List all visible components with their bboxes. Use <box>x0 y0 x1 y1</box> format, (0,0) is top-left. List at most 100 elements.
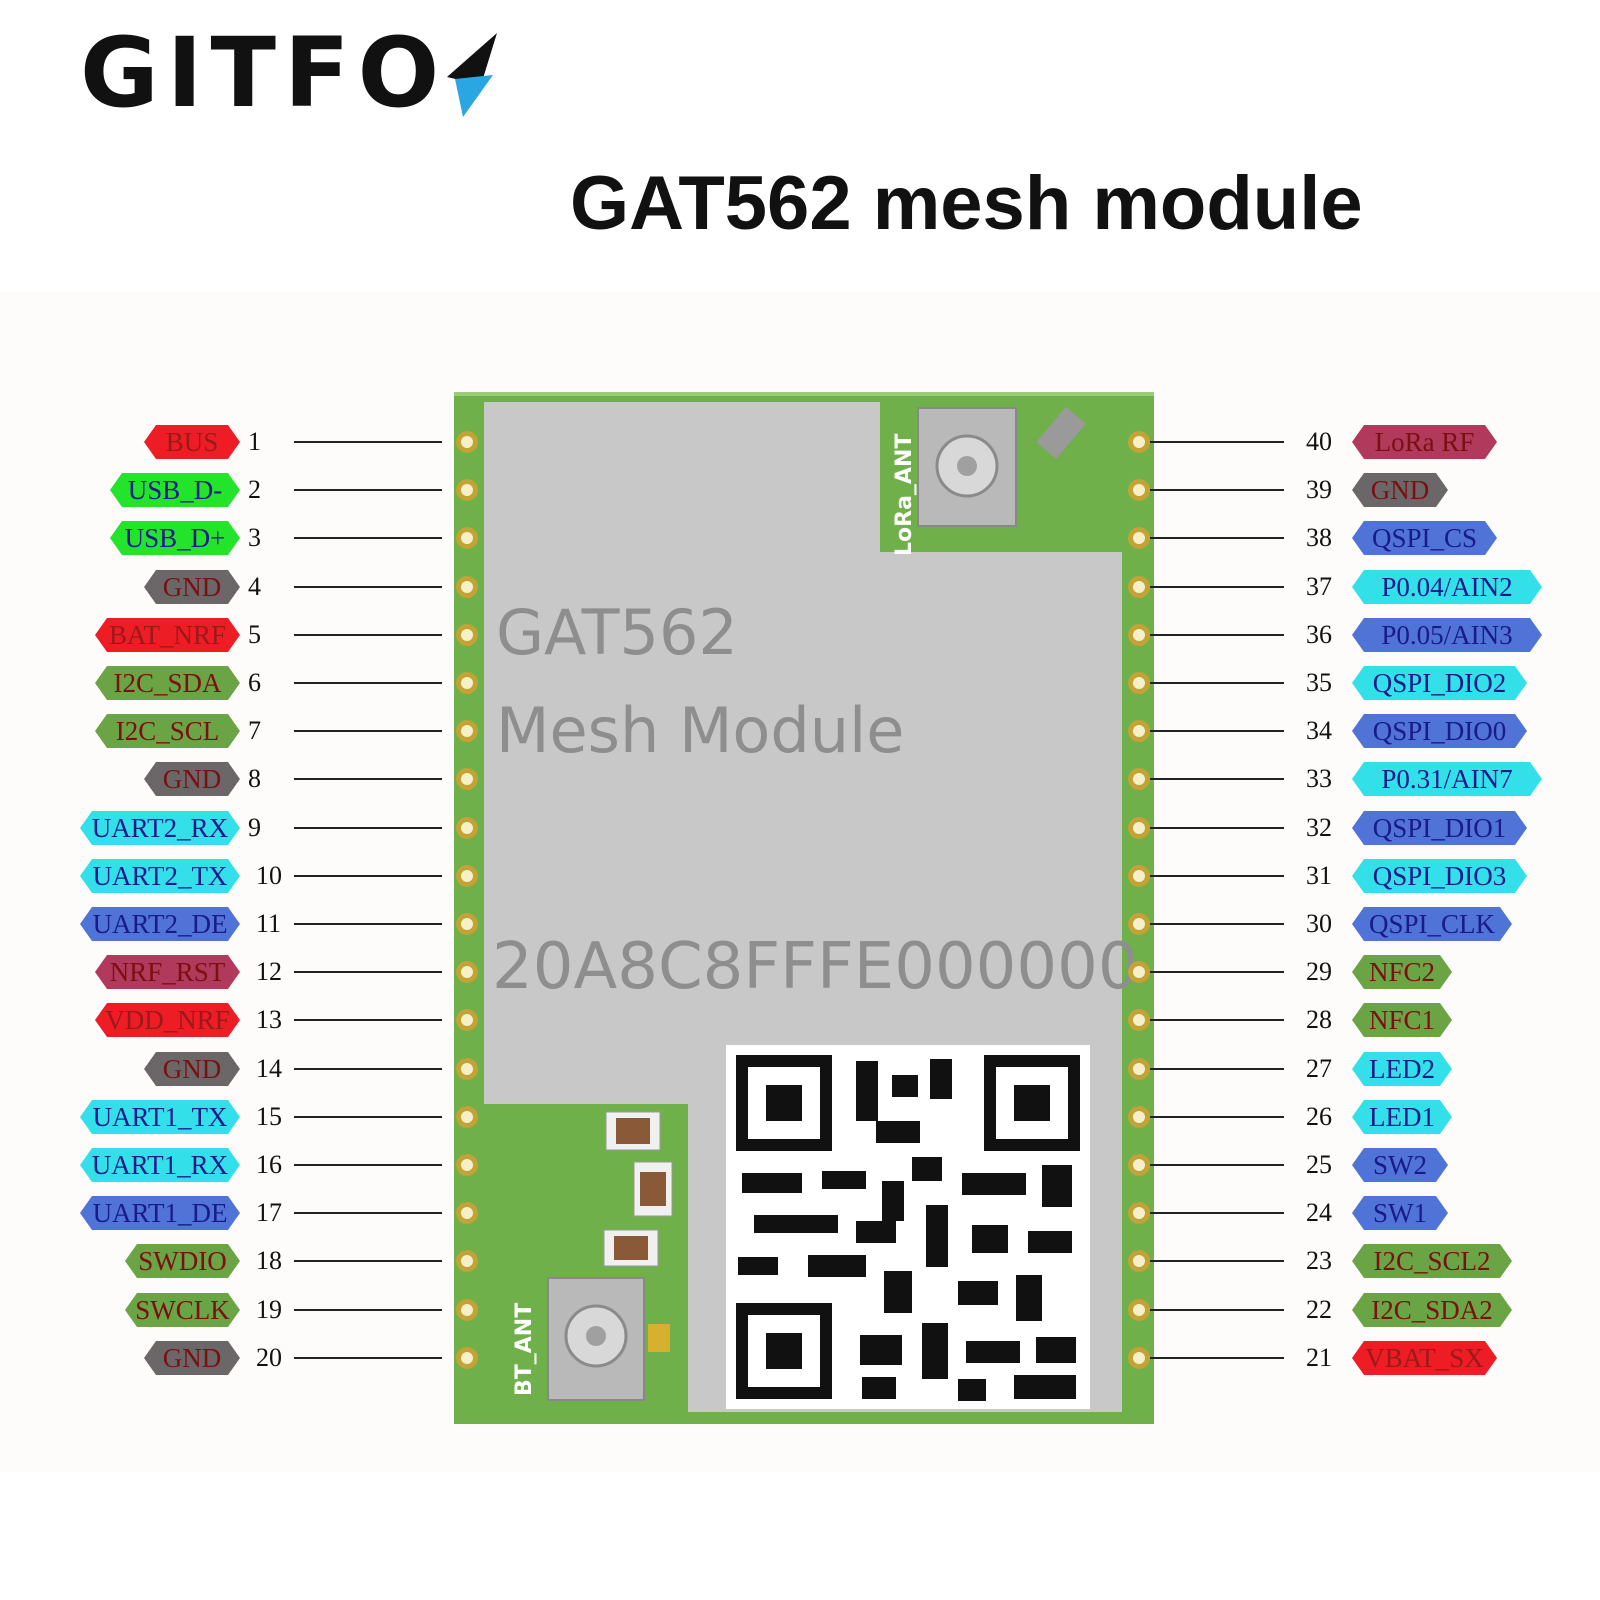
pin-line-5 <box>294 634 442 636</box>
pin-number: 20 <box>256 1343 282 1372</box>
pad-32 <box>1128 817 1150 839</box>
pin-number: 12 <box>256 957 282 986</box>
pin-line-6 <box>294 682 442 684</box>
pin-line-7 <box>294 730 442 732</box>
pin-line-1 <box>294 441 442 443</box>
pin-number: 7 <box>248 716 261 745</box>
pad-12 <box>456 961 478 983</box>
pin-line-36 <box>1150 634 1284 636</box>
pad-7 <box>456 720 478 742</box>
pin-line-13 <box>294 1019 442 1021</box>
pad-13 <box>456 1009 478 1031</box>
pin-label-2: USB_D- <box>110 473 240 507</box>
pin-label-4: GND <box>144 570 240 604</box>
qr-code <box>726 1045 1090 1409</box>
pin-line-39 <box>1150 489 1284 491</box>
pad-9 <box>456 817 478 839</box>
pin-label-1: BUS <box>144 425 240 459</box>
pad-5 <box>456 624 478 646</box>
qr-pattern <box>736 1055 1080 1401</box>
pin-number: 11 <box>256 909 282 938</box>
pin-label-10: UART2_TX <box>80 859 240 893</box>
pin-number: 32 <box>1306 813 1332 842</box>
pin-label-20: GND <box>144 1341 240 1375</box>
pad-14 <box>456 1058 478 1080</box>
pad-23 <box>1128 1250 1150 1272</box>
pad-19 <box>456 1299 478 1321</box>
pad-1 <box>456 431 478 453</box>
pin-line-3 <box>294 537 442 539</box>
pin-label-13: VDD_NRF <box>95 1003 240 1037</box>
pin-number: 33 <box>1306 764 1332 793</box>
pin-label-7: I2C_SCL <box>95 714 240 748</box>
pin-label-9: UART2_RX <box>80 811 240 845</box>
pad-28 <box>1128 1009 1150 1031</box>
pin-line-10 <box>294 875 442 877</box>
pin-label-5: BAT_NRF <box>95 618 240 652</box>
pin-number: 36 <box>1306 620 1332 649</box>
pin-line-30 <box>1150 923 1284 925</box>
pin-number: 6 <box>248 668 261 697</box>
bt-connector-icon <box>547 1277 670 1401</box>
pin-number: 29 <box>1306 957 1332 986</box>
pin-number: 13 <box>256 1005 282 1034</box>
pad-15 <box>456 1106 478 1128</box>
pad-16 <box>456 1154 478 1176</box>
lora-antenna-label: LoRa_ANT <box>892 433 917 556</box>
pin-number: 30 <box>1306 909 1332 938</box>
pin-number: 34 <box>1306 716 1332 745</box>
pin-number: 8 <box>248 764 261 793</box>
pin-label-17: UART1_DE <box>80 1196 240 1230</box>
pin-label-26: LED1 <box>1352 1100 1452 1134</box>
pin-label-14: GND <box>144 1052 240 1086</box>
pin-line-11 <box>294 923 442 925</box>
pin-line-16 <box>294 1164 442 1166</box>
pin-line-18 <box>294 1260 442 1262</box>
pin-number: 1 <box>248 427 261 456</box>
shield-subtitle: Mesh Module <box>496 694 905 767</box>
pin-label-39: GND <box>1352 473 1448 507</box>
pin-line-14 <box>294 1068 442 1070</box>
pin-number: 26 <box>1306 1102 1332 1131</box>
pad-33 <box>1128 768 1150 790</box>
pin-number: 5 <box>248 620 261 649</box>
pin-label-40: LoRa RF <box>1352 425 1497 459</box>
pad-29 <box>1128 961 1150 983</box>
pin-label-27: LED2 <box>1352 1052 1452 1086</box>
shield-device-id: 20A8C8FFFE000000 <box>492 930 1139 1004</box>
pin-label-36: P0.05/AIN3 <box>1352 618 1542 652</box>
pin-number: 37 <box>1306 572 1332 601</box>
shield-model: GAT562 <box>496 596 738 669</box>
pad-3 <box>456 527 478 549</box>
pin-label-35: QSPI_DIO2 <box>1352 666 1527 700</box>
brand-logo: GITFO <box>80 18 501 128</box>
pin-number: 9 <box>248 813 261 842</box>
pad-31 <box>1128 865 1150 887</box>
pad-18 <box>456 1250 478 1272</box>
pin-number: 16 <box>256 1150 282 1179</box>
pin-number: 25 <box>1306 1150 1332 1179</box>
pin-label-24: SW1 <box>1352 1196 1448 1230</box>
pin-line-29 <box>1150 971 1284 973</box>
pin-label-31: QSPI_DIO3 <box>1352 859 1527 893</box>
pin-label-32: QSPI_DIO1 <box>1352 811 1527 845</box>
pin-number: 4 <box>248 572 261 601</box>
pin-number: 10 <box>256 861 282 890</box>
pin-line-8 <box>294 778 442 780</box>
pin-line-19 <box>294 1309 442 1311</box>
pin-label-34: QSPI_DIO0 <box>1352 714 1527 748</box>
pin-number: 14 <box>256 1054 282 1083</box>
pin-number: 21 <box>1306 1343 1332 1372</box>
pin-line-22 <box>1150 1309 1284 1311</box>
pin-number: 24 <box>1306 1198 1332 1227</box>
pin-number: 2 <box>248 475 261 504</box>
pin-line-34 <box>1150 730 1284 732</box>
pad-40 <box>1128 431 1150 453</box>
pad-21 <box>1128 1347 1150 1369</box>
page-title: GAT562 mesh module <box>570 161 1363 246</box>
pin-line-20 <box>294 1357 442 1359</box>
pin-line-28 <box>1150 1019 1284 1021</box>
pad-37 <box>1128 576 1150 598</box>
pin-number: 23 <box>1306 1246 1332 1275</box>
